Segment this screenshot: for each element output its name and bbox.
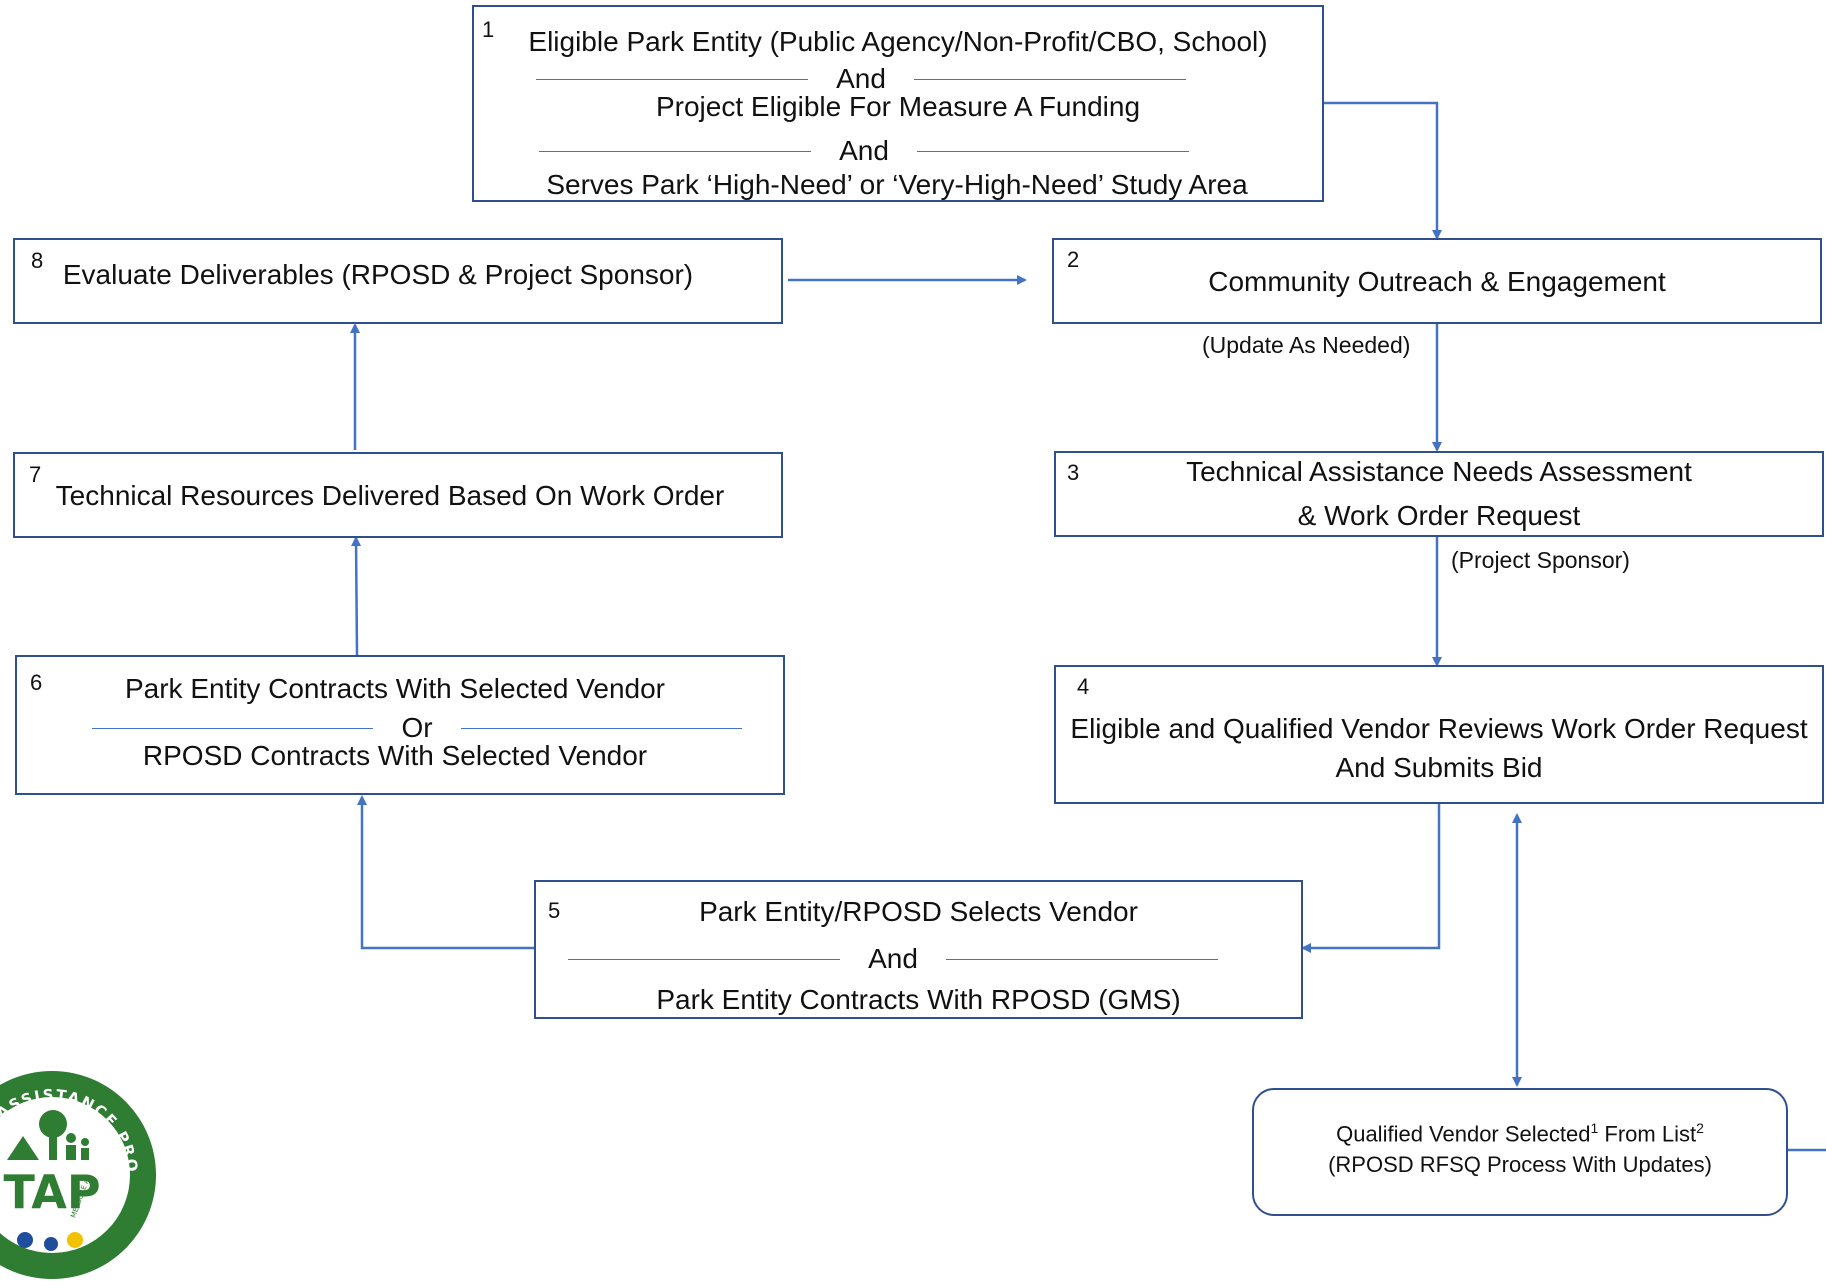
step-3-line-1: Technical Assistance Needs Assessment: [1186, 456, 1692, 487]
step-number: 1: [482, 17, 495, 42]
step-6-line-2: RPOSD Contracts With Selected Vendor: [142, 740, 648, 771]
tap-logo: TECHNICAL ASSISTANCE PROGRAM TAP MEASURE…: [0, 1054, 160, 1283]
step-4-line-1: Eligible and Qualified Vendor Reviews Wo…: [1070, 713, 1808, 744]
tap-logo-emblem: TECHNICAL ASSISTANCE PROGRAM TAP MEASURE…: [0, 1054, 156, 1279]
qualified-vendor-box: Qualified Vendor Selected1 From List2 (R…: [1252, 1088, 1788, 1216]
separator-rule: [460, 727, 743, 729]
separator-label: And: [839, 135, 889, 166]
step-3-line-2: & Work Order Request: [1297, 500, 1581, 531]
step-5-box: 5 Park Entity/RPOSD Selects Vendor And P…: [534, 880, 1303, 1019]
separator-rule: [539, 150, 812, 152]
step-6-line-1: Park Entity Contracts With Selected Vend…: [124, 673, 666, 704]
step-1-separator-2: And: [539, 135, 1190, 166]
footnote-marker: 2: [1696, 1120, 1704, 1136]
arrow-4-to-5: [1301, 802, 1441, 953]
step-1-line-1: Eligible Park Entity (Public Agency/Non-…: [528, 26, 1268, 57]
step-5-line-2: Park Entity Contracts With RPOSD (GMS): [656, 984, 1181, 1015]
step-4-box: 4 Eligible and Qualified Vendor Reviews …: [1054, 665, 1824, 804]
step-number: 4: [1077, 674, 1090, 699]
separator-rule: [916, 150, 1190, 152]
footnote-marker: 1: [1590, 1120, 1599, 1136]
vendor-line-1: Qualified Vendor Selected1 From List2: [1254, 1120, 1786, 1148]
update-as-needed-note: (Update As Needed): [1202, 332, 1411, 358]
separator-label: And: [868, 943, 918, 974]
separator-rule: [568, 958, 841, 960]
step-number: 5: [548, 898, 561, 923]
separator-rule: [92, 727, 374, 729]
step-1-line-2: Project Eligible For Measure A Funding: [655, 91, 1141, 122]
arrow-5-to-6: [357, 795, 534, 950]
step-2-box: 2 Community Outreach & Engagement: [1052, 238, 1822, 324]
project-sponsor-note: (Project Sponsor): [1451, 547, 1630, 573]
step-1-separator-1: And: [536, 63, 1187, 94]
step-5-line-1: Park Entity/RPOSD Selects Vendor: [699, 896, 1138, 927]
separator-rule: [536, 78, 809, 80]
step-6-separator: Or: [92, 712, 743, 743]
step-7-line-1: Technical Resources Delivered Based On W…: [55, 480, 725, 511]
arrow-6-to-7: [351, 536, 362, 656]
separator-label: Or: [401, 712, 433, 743]
step-1-line-3: Serves Park ‘High-Need’ or ‘Very-High-Ne…: [546, 169, 1248, 200]
people-icon: [7, 1110, 89, 1160]
step-4-line-2: And Submits Bid: [1335, 752, 1543, 783]
vendor-line-1-mid: From List: [1598, 1121, 1697, 1147]
step-5-separator: And: [568, 943, 1219, 974]
step-1-box: 1 Eligible Park Entity (Public Agency/No…: [472, 5, 1324, 202]
vendor-line-2: (RPOSD RFSQ Process With Updates): [1328, 1152, 1712, 1177]
logo-center-text: TAP: [3, 1165, 100, 1219]
step-8-box: 8 Evaluate Deliverables (RPOSD & Project…: [13, 238, 783, 324]
flow-diagram: 1 Eligible Park Entity (Public Agency/No…: [0, 5, 1826, 1279]
vendor-line-1-main: Qualified Vendor Selected: [1336, 1121, 1591, 1147]
connector-layer: [350, 101, 1826, 1152]
step-3-box: 3 Technical Assistance Needs Assessment …: [1054, 451, 1824, 537]
step-8-line-1: Evaluate Deliverables (RPOSD & Project S…: [62, 259, 694, 290]
arrow-1-to-2: [1322, 101, 1442, 240]
separator-label: And: [836, 63, 886, 94]
step-number: 7: [29, 462, 42, 487]
step-2-line-1: Community Outreach & Engagement: [1208, 266, 1666, 297]
step-number: 8: [31, 248, 44, 273]
step-6-box: 6 Park Entity Contracts With Selected Ve…: [15, 655, 785, 795]
step-number: 3: [1067, 460, 1080, 485]
separator-rule: [945, 958, 1219, 960]
step-number: 2: [1067, 247, 1080, 272]
step-number: 6: [30, 670, 43, 695]
separator-rule: [913, 78, 1187, 80]
step-7-box: 7 Technical Resources Delivered Based On…: [13, 452, 783, 538]
